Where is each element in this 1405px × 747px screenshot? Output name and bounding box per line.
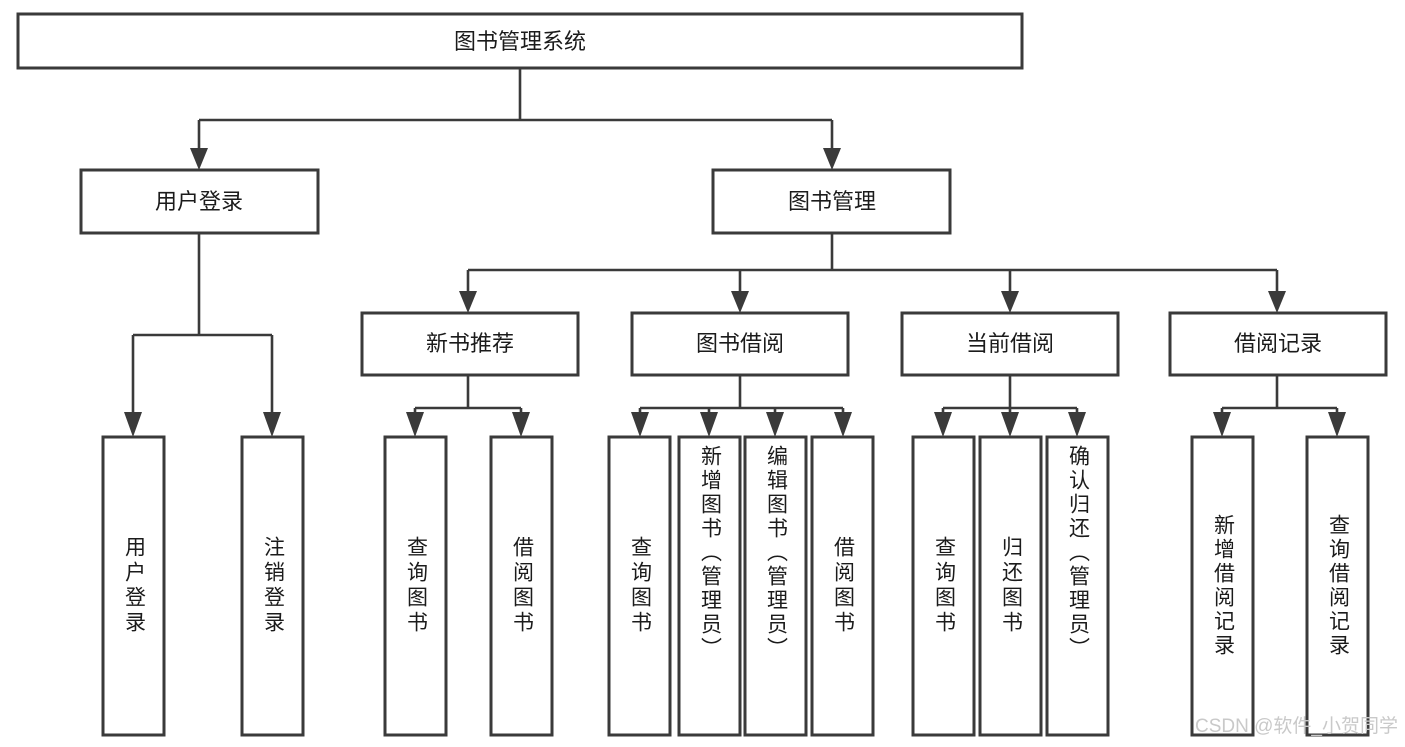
- node-leaf-user-login[interactable]: 用户登录: [101, 435, 166, 737]
- node-leaf-query-book-2[interactable]: 查询图书: [607, 435, 672, 737]
- node-leaf-add-record-label: 新增借阅记录: [1211, 514, 1235, 658]
- node-user-login-label: 用户登录: [155, 189, 243, 214]
- arrow-bm-c2: [731, 291, 749, 313]
- node-leaf-borrow-book-2-label: 借阅图书: [831, 536, 855, 636]
- node-leaf-query-record[interactable]: 查询借阅记录: [1305, 435, 1370, 737]
- node-leaf-user-logout-label: 注销登录: [261, 536, 285, 636]
- node-leaf-add-record-textwrap: 新增借阅记录: [1211, 514, 1235, 658]
- node-root-box[interactable]: [16, 12, 1024, 70]
- arrow-bm-c1: [459, 291, 477, 313]
- arrow-br-b2: [1328, 412, 1346, 437]
- node-book-manage-label: 图书管理: [788, 189, 876, 214]
- node-leaf-user-logout-textwrap: 注销登录: [261, 536, 285, 636]
- node-leaf-confirm-return[interactable]: 确认归还（管理员）: [1045, 435, 1110, 737]
- node-leaf-query-book-2-box[interactable]: [607, 435, 672, 737]
- node-leaf-borrow-book-2-box[interactable]: [810, 435, 875, 737]
- arrow-cb-b3: [1068, 412, 1086, 437]
- node-leaf-return-book-box[interactable]: [978, 435, 1043, 737]
- node-leaf-return-book-label: 归还图书: [999, 536, 1023, 636]
- node-leaf-query-book-3-box[interactable]: [911, 435, 976, 737]
- node-leaf-query-record-box[interactable]: [1305, 435, 1370, 737]
- arrow-bb-b3: [766, 412, 784, 437]
- arrow-root-to-book-manage: [823, 148, 841, 170]
- node-book-borrow-label: 图书借阅: [696, 331, 784, 356]
- node-current-borrow[interactable]: 当前借阅: [900, 311, 1120, 377]
- arrow-cb-b2: [1001, 412, 1019, 437]
- node-borrow-record-label: 借阅记录: [1234, 331, 1322, 356]
- node-leaf-add-record[interactable]: 新增借阅记录: [1190, 435, 1255, 737]
- node-leaf-query-book-1-box[interactable]: [383, 435, 448, 737]
- node-leaf-borrow-book-1-box[interactable]: [489, 435, 554, 737]
- node-leaf-query-record-label: 查询借阅记录: [1326, 514, 1350, 658]
- node-leaf-user-logout-box[interactable]: [240, 435, 305, 737]
- watermark-label: CSDN @软件_小贺同学: [1195, 715, 1398, 737]
- node-book-manage[interactable]: 图书管理: [711, 168, 952, 235]
- node-leaf-add-record-box[interactable]: [1190, 435, 1255, 737]
- node-leaf-add-book[interactable]: 新增图书（管理员）: [677, 435, 742, 737]
- node-leaf-add-book-label: 新增图书（管理员）: [698, 445, 722, 661]
- node-root-label: 图书管理系统: [454, 29, 586, 54]
- node-leaf-query-record-textwrap: 查询借阅记录: [1326, 514, 1350, 658]
- node-leaf-confirm-return-label: 确认归还（管理员）: [1066, 445, 1090, 661]
- arrow-user-login-b2: [263, 412, 281, 437]
- node-book-manage-box[interactable]: [711, 168, 952, 235]
- node-new-book-recommend[interactable]: 新书推荐: [360, 311, 580, 377]
- node-leaf-query-book-3[interactable]: 查询图书: [911, 435, 976, 737]
- arrow-root-to-user-login: [190, 148, 208, 170]
- node-leaf-query-book-1[interactable]: 查询图书: [383, 435, 448, 737]
- node-leaf-user-logout[interactable]: 注销登录: [240, 435, 305, 737]
- node-leaf-user-login-box[interactable]: [101, 435, 166, 737]
- node-book-borrow[interactable]: 图书借阅: [630, 311, 850, 377]
- arrow-bb-b2: [700, 412, 718, 437]
- node-leaf-add-book-textwrap: 新增图书（管理员）: [698, 445, 722, 661]
- node-leaf-return-book[interactable]: 归还图书: [978, 435, 1043, 737]
- arrow-nbr-b2: [512, 412, 530, 437]
- node-leaf-borrow-book-1-label: 借阅图书: [510, 536, 534, 636]
- node-leaf-user-login-label: 用户登录: [122, 536, 146, 636]
- node-leaf-edit-book[interactable]: 编辑图书（管理员）: [743, 435, 808, 737]
- arrow-bb-b4: [834, 412, 852, 437]
- node-leaf-user-login-textwrap: 用户登录: [122, 536, 146, 636]
- node-leaf-borrow-book-2[interactable]: 借阅图书: [810, 435, 875, 737]
- node-book-borrow-box[interactable]: [630, 311, 850, 377]
- node-current-borrow-box[interactable]: [900, 311, 1120, 377]
- node-leaf-edit-book-label: 编辑图书（管理员）: [764, 445, 788, 661]
- node-leaf-borrow-book-2-textwrap: 借阅图书: [831, 536, 855, 636]
- node-root[interactable]: 图书管理系统: [16, 12, 1024, 70]
- node-new-book-recommend-label: 新书推荐: [426, 331, 514, 356]
- node-leaf-confirm-return-box[interactable]: [1045, 435, 1110, 737]
- node-borrow-record[interactable]: 借阅记录: [1168, 311, 1388, 377]
- node-leaf-query-book-3-textwrap: 查询图书: [932, 536, 956, 636]
- node-leaf-query-book-1-textwrap: 查询图书: [404, 536, 428, 636]
- node-current-borrow-label: 当前借阅: [966, 331, 1054, 356]
- node-leaf-edit-book-box[interactable]: [743, 435, 808, 737]
- arrow-br-b1: [1213, 412, 1231, 437]
- arrow-bb-b1: [631, 412, 649, 437]
- edge-layer: [124, 68, 1346, 437]
- node-leaf-return-book-textwrap: 归还图书: [999, 536, 1023, 636]
- node-leaf-query-book-2-label: 查询图书: [628, 536, 652, 636]
- arrow-cb-b1: [934, 412, 952, 437]
- node-leaf-confirm-return-textwrap: 确认归还（管理员）: [1066, 445, 1090, 661]
- node-leaf-query-book-2-textwrap: 查询图书: [628, 536, 652, 636]
- arrow-bm-c3: [1001, 291, 1019, 313]
- arrow-nbr-b1: [406, 412, 424, 437]
- arrow-bm-c4: [1268, 291, 1286, 313]
- node-new-book-recommend-box[interactable]: [360, 311, 580, 377]
- arrow-user-login-b1: [124, 412, 142, 437]
- node-leaf-edit-book-textwrap: 编辑图书（管理员）: [764, 445, 788, 661]
- node-leaf-query-book-1-label: 查询图书: [404, 536, 428, 636]
- node-user-login[interactable]: 用户登录: [79, 168, 320, 235]
- node-leaf-query-book-3-label: 查询图书: [932, 536, 956, 636]
- node-leaf-borrow-book-1[interactable]: 借阅图书: [489, 435, 554, 737]
- node-leaf-borrow-book-1-textwrap: 借阅图书: [510, 536, 534, 636]
- node-borrow-record-box[interactable]: [1168, 311, 1388, 377]
- node-user-login-box[interactable]: [79, 168, 320, 235]
- node-leaf-add-book-box[interactable]: [677, 435, 742, 737]
